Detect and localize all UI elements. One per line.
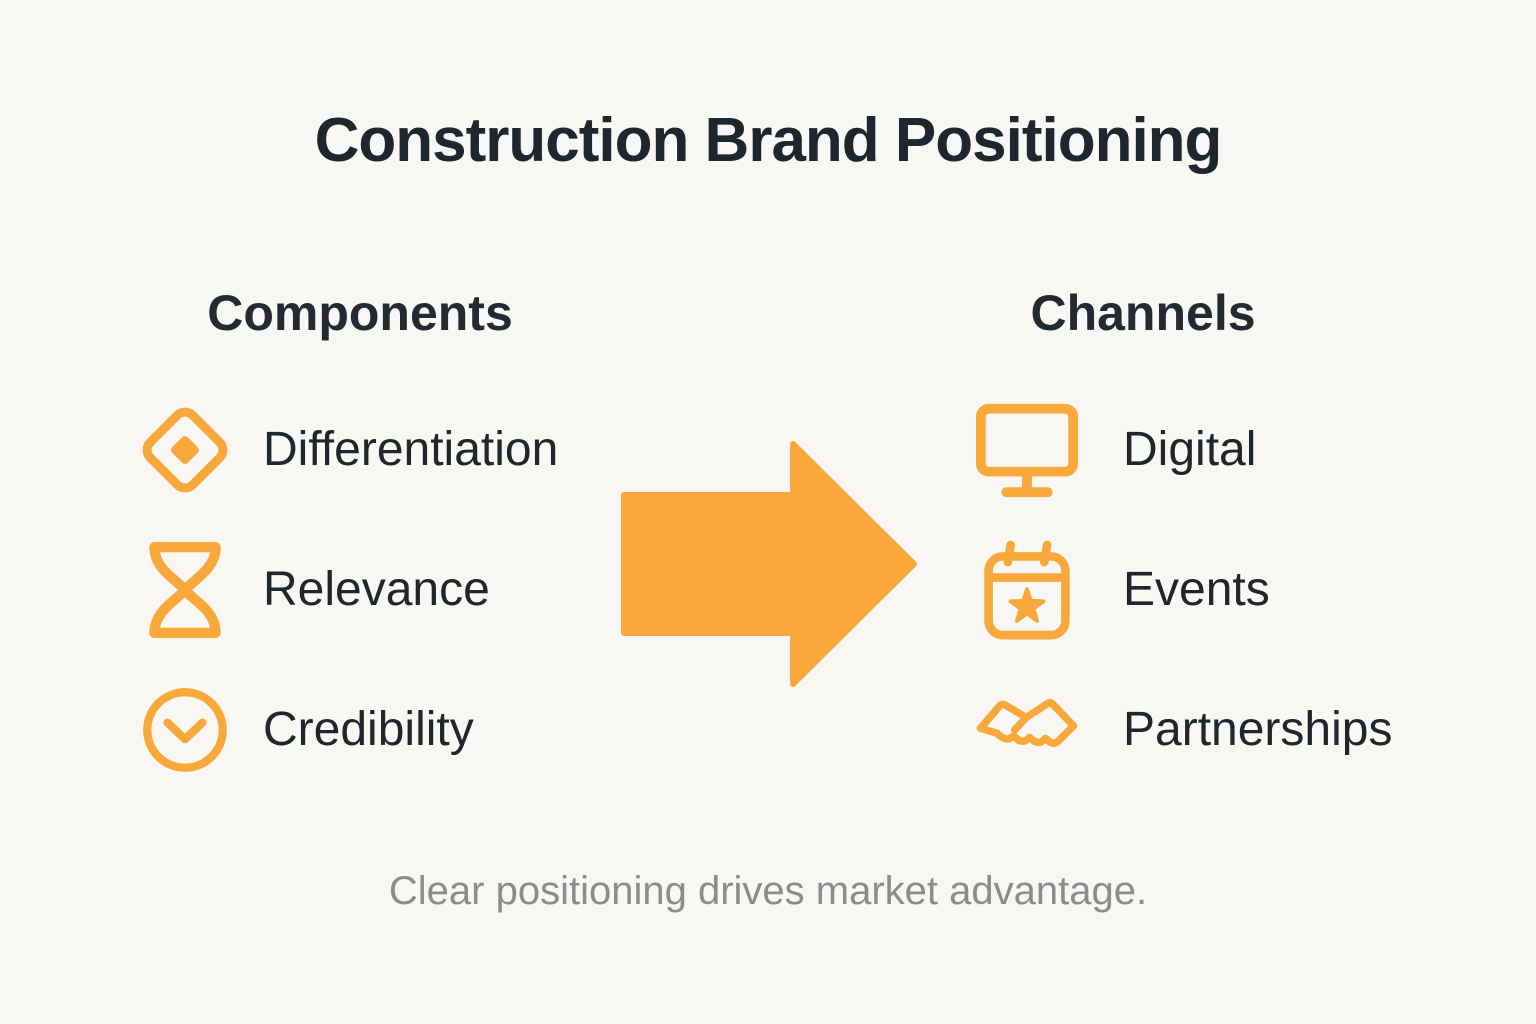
calendar-star-icon — [973, 538, 1081, 642]
channels-header: Channels — [1030, 285, 1256, 341]
arrow-right-icon — [620, 438, 920, 690]
list-item: Differentiation — [133, 398, 587, 502]
channels-rows: Digital Events — [973, 398, 1392, 782]
list-item: Events — [973, 538, 1313, 642]
list-item: Relevance — [133, 538, 587, 642]
item-label: Partnerships — [1123, 702, 1393, 756]
components-rows: Differentiation Relevance Credibili — [133, 398, 587, 782]
item-label: Relevance — [263, 562, 490, 616]
item-label: Digital — [1123, 422, 1257, 476]
diamond-icon — [133, 398, 237, 502]
channels-column: Channels Digital — [973, 285, 1392, 818]
footer-caption: Clear positioning drives market advantag… — [388, 869, 1148, 913]
components-header: Components — [207, 285, 513, 341]
hourglass-icon — [133, 538, 237, 642]
item-label: Credibility — [263, 702, 474, 756]
page-title: Construction Brand Positioning — [314, 106, 1223, 175]
list-item: Digital — [973, 398, 1313, 502]
check-circle-icon — [133, 678, 237, 782]
list-item: Credibility — [133, 678, 587, 782]
handshake-icon — [973, 678, 1081, 782]
components-column: Components Differentiation Relevance — [133, 285, 587, 818]
list-item: Partnerships — [973, 678, 1392, 782]
monitor-icon — [973, 398, 1081, 502]
item-label: Differentiation — [263, 422, 559, 476]
item-label: Events — [1123, 562, 1270, 616]
